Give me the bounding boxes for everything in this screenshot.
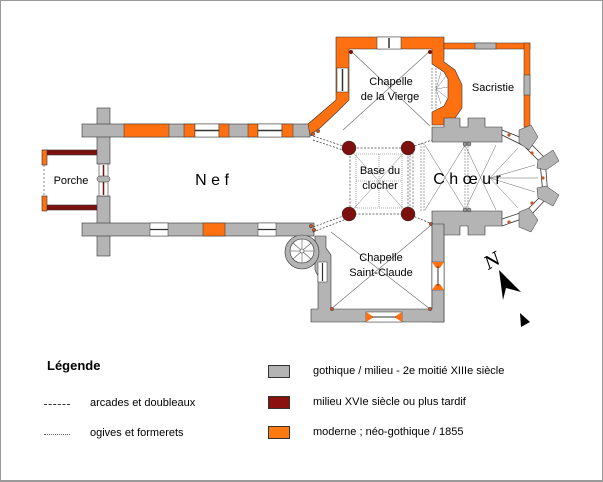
rib <box>342 50 431 131</box>
room-label-bell-tower-2: clocher <box>362 180 398 192</box>
legend-label-modern: moderne ; néo-gothique / 1855 <box>313 426 464 438</box>
apse-window-mark <box>530 201 534 205</box>
rib-springer <box>349 50 353 54</box>
porch-wall-north <box>42 149 98 156</box>
chapel-st-claude-walls <box>310 223 445 323</box>
window-jamb <box>218 123 230 138</box>
dashed-line-sample <box>44 404 70 405</box>
apse-window-mark <box>507 220 511 224</box>
window-jamb <box>183 123 196 138</box>
swatch-gothic <box>268 365 290 378</box>
nave-south-wall-body <box>81 222 315 237</box>
porch-pier-north <box>41 149 48 166</box>
apse-window-mark <box>530 151 534 155</box>
nave-north-modern-section <box>123 123 170 138</box>
porch-wall-south <box>42 204 98 211</box>
room-label-choir: C h œ u r <box>433 171 501 188</box>
room-label-chapel-st-claude-2: Saint-Claude <box>349 267 413 279</box>
window-jamb <box>247 123 259 138</box>
room-label-bell-tower-1: Base du <box>360 165 400 177</box>
porch-pier-south <box>41 195 48 212</box>
choir-north-wall <box>431 117 503 143</box>
apse-buttress <box>536 185 560 207</box>
apse-buttress <box>518 207 539 233</box>
apse-buttress <box>518 124 539 151</box>
apse <box>501 124 560 233</box>
crossing-pillar-se <box>400 206 416 222</box>
window-jamb <box>281 123 294 138</box>
apse-window-mark <box>507 133 511 137</box>
rib-springer <box>428 50 432 54</box>
apse-window-mark <box>541 176 545 180</box>
room-label-chapel-virgin-1: Chapelle <box>369 76 412 88</box>
arcade-outline <box>349 147 409 215</box>
apse-buttress <box>536 149 560 171</box>
swatch-modern <box>268 426 290 439</box>
room-label-chapel-virgin-2: de la Vierge <box>361 91 420 103</box>
sacristy-gothic-patch <box>474 42 497 50</box>
room-label-sacristy: Sacristie <box>472 82 514 94</box>
legend-label-ogives: ogives et formerets <box>90 427 184 439</box>
legend-title: Légende <box>47 358 101 373</box>
choir-north-wall-body <box>431 117 503 143</box>
compass-north-label: N <box>480 248 506 275</box>
nave-south-wall <box>81 222 315 237</box>
compass-needle <box>499 270 521 300</box>
room-label-chapel-st-claude-1: Chapelle <box>359 252 402 264</box>
nave-north-wall <box>81 123 311 138</box>
chapel-virgin-staircase <box>431 68 449 110</box>
legend-label-gothic: gothique / milieu - 2e moitié XIIIe sièc… <box>313 365 505 377</box>
north-arrow-icon: N <box>480 248 530 327</box>
trumeau <box>96 175 111 183</box>
swatch-xvi <box>268 396 290 409</box>
crossing-pillar-sw <box>341 206 357 222</box>
room-label-nave: N e f <box>195 172 229 189</box>
room-label-porch: Porche <box>54 175 89 187</box>
crossing-pillar-nw <box>341 140 357 156</box>
nave-south-modern-section <box>202 222 226 237</box>
sacristy-gothic-patch <box>523 74 531 96</box>
rib <box>350 50 431 127</box>
crossing-pillar-ne <box>400 140 416 156</box>
compass-tail <box>520 313 530 327</box>
bell-tower-base <box>309 128 434 233</box>
choir-vault <box>420 141 538 213</box>
chapel-saint-claude <box>284 223 445 323</box>
legend-label-xvi: milieu XVIe siècle ou plus tardif <box>313 396 466 408</box>
legend-label-arcades: arcades et doubleaux <box>90 397 196 409</box>
dotted-line-sample <box>44 434 70 435</box>
